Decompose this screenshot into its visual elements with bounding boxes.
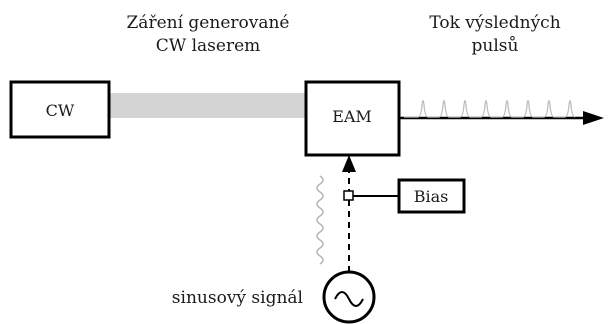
- arrow-up-icon: [342, 155, 356, 172]
- sine-source-icon: [322, 270, 376, 324]
- cw-block-box: [9, 80, 111, 139]
- bias-block: Bias: [397, 178, 466, 214]
- sine-signal-label: sinusový signál: [172, 288, 303, 308]
- bias-block-label: Bias: [414, 187, 449, 206]
- oscillator-sine-symbol: [334, 291, 364, 307]
- pulses-label-line1: Tok výsledných: [429, 13, 560, 33]
- cw-block-label: CW: [46, 101, 75, 120]
- cw-radiation-label-line1: Záření generované: [127, 13, 290, 33]
- eam-block-box: [304, 80, 401, 157]
- cw-radiation-label-line2: CW laserem: [156, 36, 261, 56]
- cw-block: CW: [9, 80, 111, 139]
- eam-block-label: EAM: [332, 107, 372, 126]
- eam-block: EAM: [304, 80, 401, 157]
- pulses-label-line2: pulsů: [472, 36, 519, 56]
- bias-block-box: [397, 178, 466, 214]
- bias-tee-node: [343, 190, 354, 201]
- sine-wave: [316, 175, 324, 265]
- arrow-right-icon: [583, 111, 604, 125]
- cw-beam: [110, 93, 306, 118]
- pulse-train: [404, 99, 576, 118]
